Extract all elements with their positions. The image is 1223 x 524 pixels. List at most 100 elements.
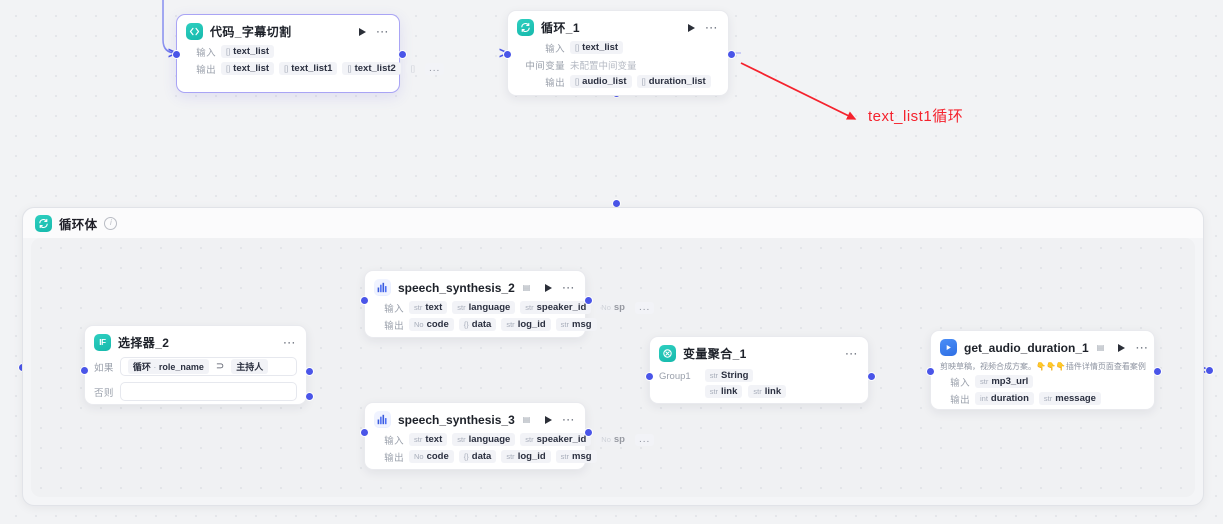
port-in[interactable]	[172, 50, 181, 59]
port-in[interactable]	[80, 366, 89, 375]
node-more-button[interactable]: ⋯	[844, 345, 859, 361]
audio-wave-icon	[374, 411, 391, 428]
plugin-badge-icon: ▤	[1096, 343, 1105, 352]
param-type: []	[575, 77, 580, 86]
port-out[interactable]	[584, 296, 593, 305]
condition-value[interactable]: 主持人	[231, 359, 269, 374]
param-name: language	[468, 302, 511, 313]
node-more-button[interactable]: ⋯	[282, 334, 297, 350]
node-more-button[interactable]: ⋯	[561, 279, 576, 295]
param-chip-log-id[interactable]: str log_id	[501, 450, 551, 463]
param-type: {}	[463, 320, 469, 329]
param-chip-duration-list[interactable]: [] duration_list	[636, 75, 711, 88]
param-type: []	[347, 64, 352, 73]
port-canvas-right-out[interactable]	[1205, 366, 1214, 375]
param-chip-data[interactable]: {} data	[458, 318, 497, 331]
param-type: str	[560, 320, 570, 329]
param-chip-message[interactable]: str message	[1038, 392, 1101, 405]
run-node-button[interactable]	[544, 283, 552, 292]
node-speech-synthesis-2[interactable]: speech_synthesis_2 ▤ ⋯ 输入 str text str l…	[360, 270, 655, 338]
node-loop-1[interactable]: 循环_1 ⋯ 输入 [] text_list 中间变量 未配置中间变量 输出 […	[503, 10, 736, 96]
loop-body-header: 循环体 i	[23, 208, 1203, 238]
param-chip-msg[interactable]: str msg	[555, 450, 597, 463]
port-in[interactable]	[645, 372, 654, 381]
param-chip-code[interactable]: No code	[409, 318, 454, 331]
param-chip-language[interactable]: str language	[452, 433, 516, 446]
node-output-row: 输出 No code {} data str log_id str msg	[365, 316, 597, 333]
node-more-button[interactable]: ⋯	[375, 23, 390, 39]
param-chip-language[interactable]: str language	[452, 301, 516, 314]
param-chip-text-list[interactable]: [] text_list	[221, 45, 275, 58]
condition-operator: ⊃	[215, 361, 225, 372]
param-chip-string[interactable]: str String	[704, 369, 754, 382]
param-type: str	[560, 452, 570, 461]
node-speech-synthesis-3[interactable]: speech_synthesis_3 ▤ ⋯ 输入 str text str l…	[360, 402, 655, 470]
annotation-text: text_list1循环	[868, 108, 964, 125]
param-chip-speaker-id[interactable]: str speaker_id	[520, 433, 592, 446]
node-code-subtitle-split[interactable]: 代码_字幕切割 ⋯ 输入 [] text_list 输出 [] text_lis…	[172, 14, 445, 93]
param-name: duration_list	[648, 76, 706, 87]
node-more-button[interactable]: ⋯	[704, 19, 719, 35]
port-out-true[interactable]	[305, 367, 314, 376]
param-chip-speaker-id[interactable]: str speaker_id	[520, 301, 592, 314]
param-chip-text-list1[interactable]: [] text_list1	[279, 62, 338, 75]
param-chip-text-list[interactable]: [] text_list	[221, 62, 275, 75]
param-chip-truncated: No sp	[596, 433, 630, 446]
port-out[interactable]	[867, 372, 876, 381]
port-in[interactable]	[360, 428, 369, 437]
param-type: str	[414, 435, 423, 444]
input-overflow-button[interactable]: ...	[634, 433, 655, 446]
port-out[interactable]	[727, 50, 736, 59]
node-variable-aggregation-1[interactable]: 变量聚合_1 ⋯ Group1 str String str link	[645, 336, 876, 404]
port-out[interactable]	[1153, 367, 1162, 376]
node-get-audio-duration-1[interactable]: get_audio_duration_1 ▤ ⋯ 剪映草稿，视频合成方案。👇👇👇…	[926, 330, 1162, 410]
param-chip-text[interactable]: str text	[409, 301, 448, 314]
plugin-badge-icon: ▤	[522, 283, 531, 292]
param-name: sp	[613, 434, 625, 445]
port-in[interactable]	[503, 50, 512, 59]
run-node-button[interactable]	[687, 23, 695, 32]
port-in[interactable]	[926, 367, 935, 376]
param-chip-text-list[interactable]: [] text_list	[570, 41, 624, 54]
port-out[interactable]	[398, 50, 407, 59]
param-chip-audio-list[interactable]: [] audio_list	[570, 75, 632, 88]
run-node-button[interactable]	[1118, 343, 1126, 352]
node-more-button[interactable]: ⋯	[1135, 339, 1150, 355]
output-label: 输出	[196, 64, 216, 76]
param-chip-mp3-url[interactable]: str mp3_url	[975, 375, 1034, 388]
else-expression[interactable]	[119, 382, 297, 401]
param-chip-code[interactable]: No code	[409, 450, 454, 463]
param-chip-duration[interactable]: int duration	[975, 392, 1034, 405]
condition-expression[interactable]: 循环 · role_name ⊃ 主持人	[119, 357, 297, 376]
run-node-button[interactable]	[358, 27, 366, 36]
condition-scope: 循环	[132, 362, 151, 372]
condition-variable[interactable]: 循环 · role_name	[127, 359, 209, 374]
param-name: mp3_url	[991, 376, 1029, 387]
node-more-button[interactable]: ⋯	[561, 411, 576, 427]
node-header: IF 选择器_2 ⋯	[85, 326, 306, 354]
param-chip-log-id[interactable]: str log_id	[501, 318, 551, 331]
param-chip-msg[interactable]: str msg	[555, 318, 597, 331]
param-chip-text[interactable]: str text	[409, 433, 448, 446]
run-node-button[interactable]	[544, 415, 552, 424]
loop-icon	[35, 214, 52, 232]
param-chip-link-2[interactable]: str link	[748, 385, 787, 398]
param-chip-data[interactable]: {} data	[458, 450, 497, 463]
param-chip-text-list2[interactable]: [] text_list2	[342, 62, 401, 75]
input-label: 输入	[384, 303, 404, 315]
port-in[interactable]	[360, 296, 369, 305]
port-out[interactable]	[584, 428, 593, 437]
loop-body-title: 循环体	[59, 217, 98, 232]
param-chip-link-1[interactable]: str link	[704, 385, 743, 398]
output-label: 输出	[950, 394, 970, 406]
output-overflow-button[interactable]: ...	[424, 62, 445, 75]
if-label: 如果	[94, 362, 114, 374]
node-selector-2[interactable]: IF 选择器_2 ⋯ 如果 循环 · role_name ⊃ 主持人 否则	[80, 325, 314, 405]
info-icon[interactable]: i	[104, 216, 118, 230]
param-type: No	[601, 303, 611, 312]
node-title: speech_synthesis_2	[398, 280, 515, 295]
input-overflow-button[interactable]: ...	[634, 301, 655, 314]
condition-if-row: 如果 循环 · role_name ⊃ 主持人	[85, 354, 306, 379]
port-out-false[interactable]	[305, 392, 314, 401]
